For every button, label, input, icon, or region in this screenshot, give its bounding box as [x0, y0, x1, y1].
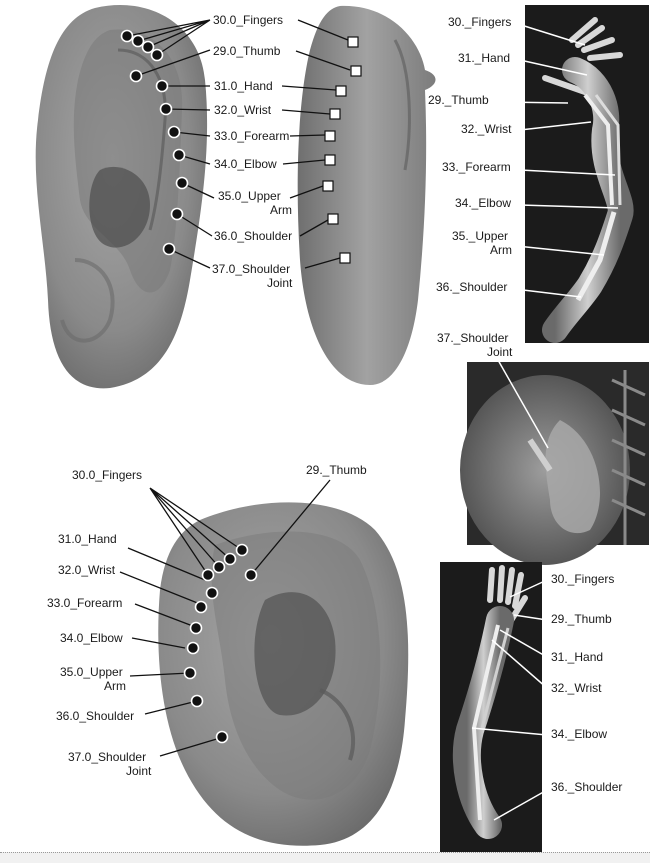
shoulder-joint-label-line1: 37._Shoulder [437, 331, 508, 345]
bottom-arm-label-fingers: 30._Fingers [551, 572, 614, 586]
top-arm-label-hand: 31._Hand [458, 51, 510, 65]
bottom-arm-label-elbow: 34._Elbow [551, 727, 607, 741]
top-ear-label-forearm: 33.0_Forearm [214, 129, 289, 143]
top-ear-point-upper-arm [177, 178, 188, 189]
top-ear-point-fingers-2 [133, 36, 144, 47]
top-ear-point-hand [157, 81, 168, 92]
top-ear-label-elbow: 34.0_Elbow [214, 157, 277, 171]
bottom-ear-label-shoulder: 36.0_Shoulder [56, 709, 134, 723]
top-ear-point-thumb [131, 71, 142, 82]
bottom-arm-label-hand: 31._Hand [551, 650, 603, 664]
bottom-ear-point-shoulder [192, 696, 203, 707]
top-arm-label-thumb: 29._Thumb [428, 93, 489, 107]
bottom-ear-label-upper-arm-line2: Arm [104, 679, 126, 693]
bottom-ear-point-hand [207, 588, 218, 599]
bottom-ear-point-shoulder-joint [217, 732, 228, 743]
top-ear-point-wrist [161, 104, 172, 115]
bottom-ear-point-forearm [191, 623, 202, 634]
shoulder-joint-label-line2: Joint [487, 345, 513, 359]
bottom-arm-illustration [440, 562, 542, 852]
top-arm-label-elbow: 34._Elbow [455, 196, 511, 210]
top-arm-label-wrist: 32._Wrist [461, 122, 512, 136]
top-ear-point-shoulder [172, 209, 183, 220]
bottom-ear-point-upper-arm [185, 668, 196, 679]
top-ear-front-illustration [36, 5, 207, 388]
top-ear-point-fingers-4 [152, 50, 163, 61]
top-ear-label-upper-arm-line2: Arm [270, 203, 292, 217]
top-arm-label-shoulder: 36._Shoulder [436, 280, 507, 294]
bottom-ear-point-fingers-4 [237, 545, 248, 556]
back-point-upper-arm [323, 181, 333, 191]
top-ear-label-fingers: 30.0_Fingers [213, 13, 283, 27]
bottom-ear-point-wrist [196, 602, 207, 613]
bottom-ear-point-thumb [246, 570, 257, 581]
bottom-arm-label-thumb: 29._Thumb [551, 612, 612, 626]
shoulder-closeup-illustration [460, 362, 649, 565]
top-ear-point-forearm [169, 127, 180, 138]
back-point-hand [336, 86, 346, 96]
top-ear-label-shoulder: 36.0_Shoulder [214, 229, 292, 243]
top-arm-label-fingers: 30._Fingers [448, 15, 511, 29]
bottom-ear-point-fingers-1 [203, 570, 214, 581]
bottom-ear-label-thumb: 29._Thumb [306, 463, 367, 477]
bottom-divider-bar [0, 852, 650, 863]
top-ear-back-illustration [298, 6, 436, 385]
bottom-ear-label-fingers: 30.0_Fingers [72, 468, 142, 482]
back-point-elbow [325, 155, 335, 165]
back-point-thumb [351, 66, 361, 76]
back-point-forearm [325, 131, 335, 141]
back-point-wrist [330, 109, 340, 119]
top-ear-point-fingers-1 [122, 31, 133, 42]
bottom-ear-point-fingers-2 [214, 562, 225, 573]
top-arm-label-upper-arm-line1: 35._Upper [452, 229, 508, 243]
bottom-ear-label-forearm: 33.0_Forearm [47, 596, 122, 610]
bottom-ear-label-hand: 31.0_Hand [58, 532, 117, 546]
top-ear-point-fingers-3 [143, 42, 154, 53]
top-ear-label-hand: 31.0_Hand [214, 79, 273, 93]
top-ear-label-upper-arm-line1: 35.0_Upper [218, 189, 281, 203]
top-arm-label-forearm: 33._Forearm [442, 160, 511, 174]
bottom-ear-label-elbow: 34.0_Elbow [60, 631, 123, 645]
bottom-ear-point-elbow [188, 643, 199, 654]
back-point-shoulder-joint [340, 253, 350, 263]
bottom-ear-label-shoulder-joint-line1: 37.0_Shoulder [68, 750, 146, 764]
top-ear-point-elbow [174, 150, 185, 161]
bottom-ear-label-wrist: 32.0_Wrist [58, 563, 116, 577]
top-ear-point-shoulder-joint [164, 244, 175, 255]
bottom-ear-point-fingers-3 [225, 554, 236, 565]
bottom-arm-label-wrist: 32._Wrist [551, 681, 602, 695]
top-ear-label-shoulder-joint-line2: Joint [267, 276, 293, 290]
bottom-ear-label-shoulder-joint-line2: Joint [126, 764, 152, 778]
back-point-fingers [348, 37, 358, 47]
bottom-arm-label-shoulder: 36._Shoulder [551, 780, 622, 794]
top-ear-label-wrist: 32.0_Wrist [214, 103, 272, 117]
top-arm-label-upper-arm-line2: Arm [490, 243, 512, 257]
back-point-shoulder [328, 214, 338, 224]
top-ear-label-shoulder-joint-line1: 37.0_Shoulder [212, 262, 290, 276]
top-ear-label-thumb: 29.0_Thumb [213, 44, 281, 58]
bottom-ear-label-upper-arm-line1: 35.0_Upper [60, 665, 123, 679]
